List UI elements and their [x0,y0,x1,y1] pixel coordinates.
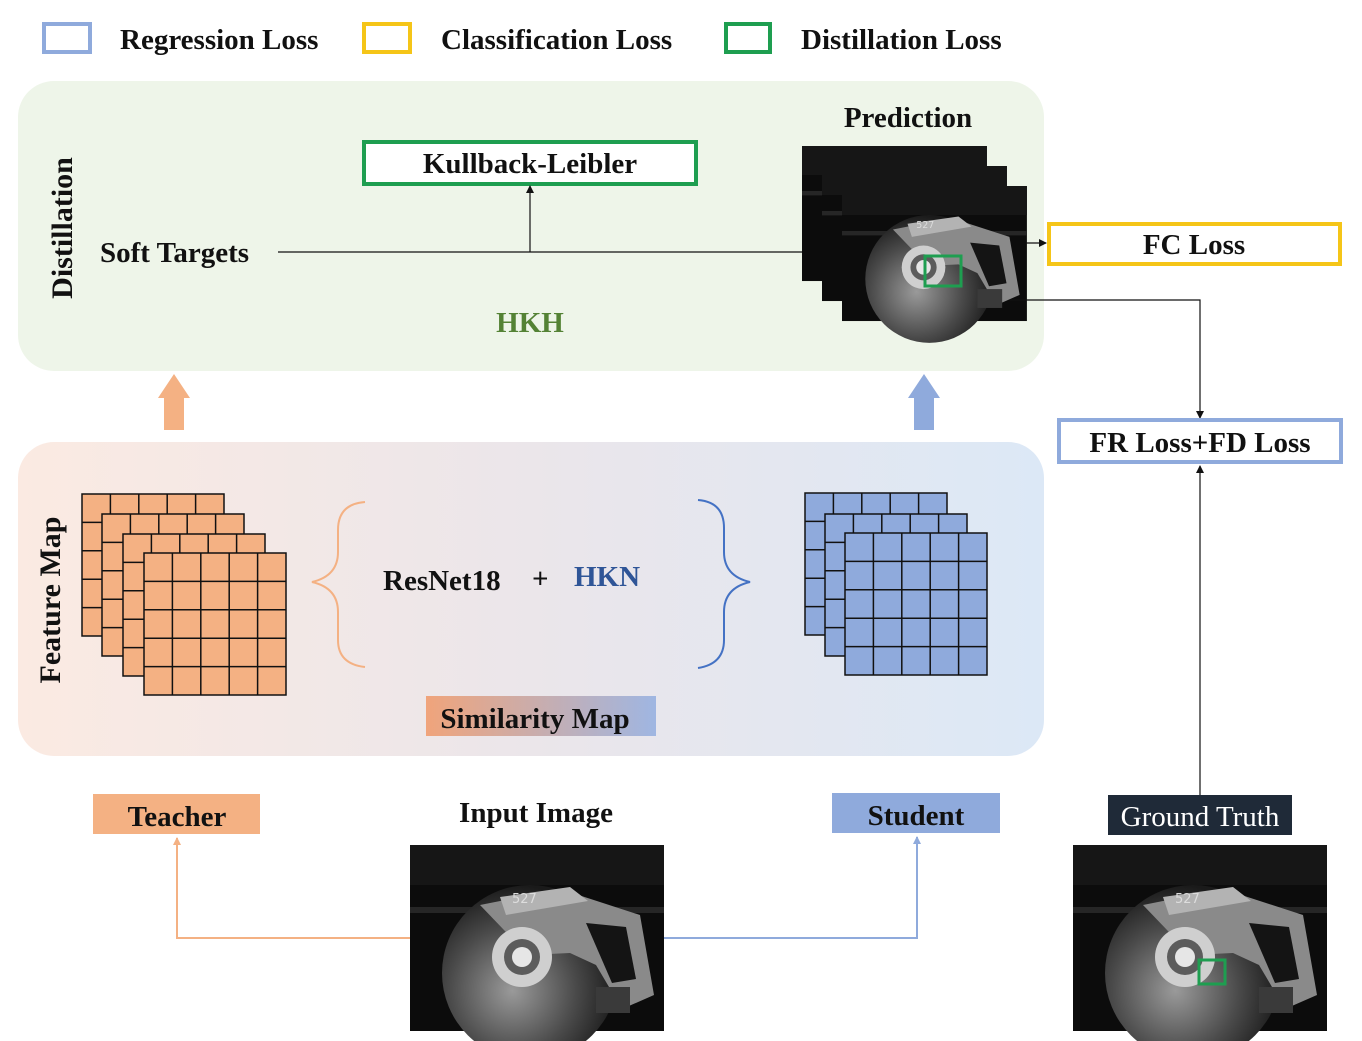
legend-classification-swatch [362,22,412,54]
hkh-label: HKH [496,307,564,339]
kullback-leibler-label: Kullback-Leibler [423,148,637,180]
input-to-student-connector [664,836,921,939]
kullback-leibler-box [362,140,698,186]
right-brace [697,499,751,669]
fc-loss-label: FC Loss [1143,229,1245,261]
input-image [410,845,664,1041]
legend: Regression Loss Classification Loss Dist… [42,22,1002,56]
fc-loss-box [1047,222,1342,266]
similarity-map-box [426,696,656,736]
similarity-map-label: Similarity Map [440,703,629,735]
plus-sign: + [532,563,549,595]
legend-regression-label: Regression Loss [120,24,318,56]
teacher-box [93,794,260,834]
prediction-bounding-box [923,254,963,288]
teacher-feature-grid [81,493,287,696]
student-box [832,793,1000,833]
legend-classification-label: Classification Loss [441,24,672,56]
fr-fd-loss-box [1057,418,1343,464]
input-image-label: Input Image [459,797,613,829]
legend-distillation-label: Distillation Loss [801,24,1002,56]
input-to-teacher-connector [173,837,410,939]
prediction-to-loss-connector [1010,299,1204,419]
legend-regression-swatch [42,22,92,54]
fr-fd-loss-label: FR Loss+FD Loss [1089,427,1310,459]
prediction-image-stack [802,146,1027,343]
ground-truth-box [1108,795,1292,835]
soft-targets-label: Soft Targets [100,237,249,269]
resnet-label: ResNet18 [383,565,501,597]
teacher-up-arrow [158,374,190,430]
student-label: Student [868,800,965,832]
feature-map-side-label: Feature Map [34,517,67,684]
ground-truth-image [1073,845,1327,1041]
ground-truth-bounding-box [1197,958,1227,986]
legend-distillation-swatch [724,22,772,54]
distillation-side-label: Distillation [46,157,79,299]
left-brace [311,501,366,668]
ground-truth-label: Ground Truth [1121,801,1280,833]
student-up-arrow [908,374,940,430]
hkn-label: HKN [574,561,640,593]
prediction-label: Prediction [844,102,972,134]
student-feature-grid [804,492,988,676]
distillation-panel [18,81,1044,371]
teacher-label: Teacher [128,801,227,833]
